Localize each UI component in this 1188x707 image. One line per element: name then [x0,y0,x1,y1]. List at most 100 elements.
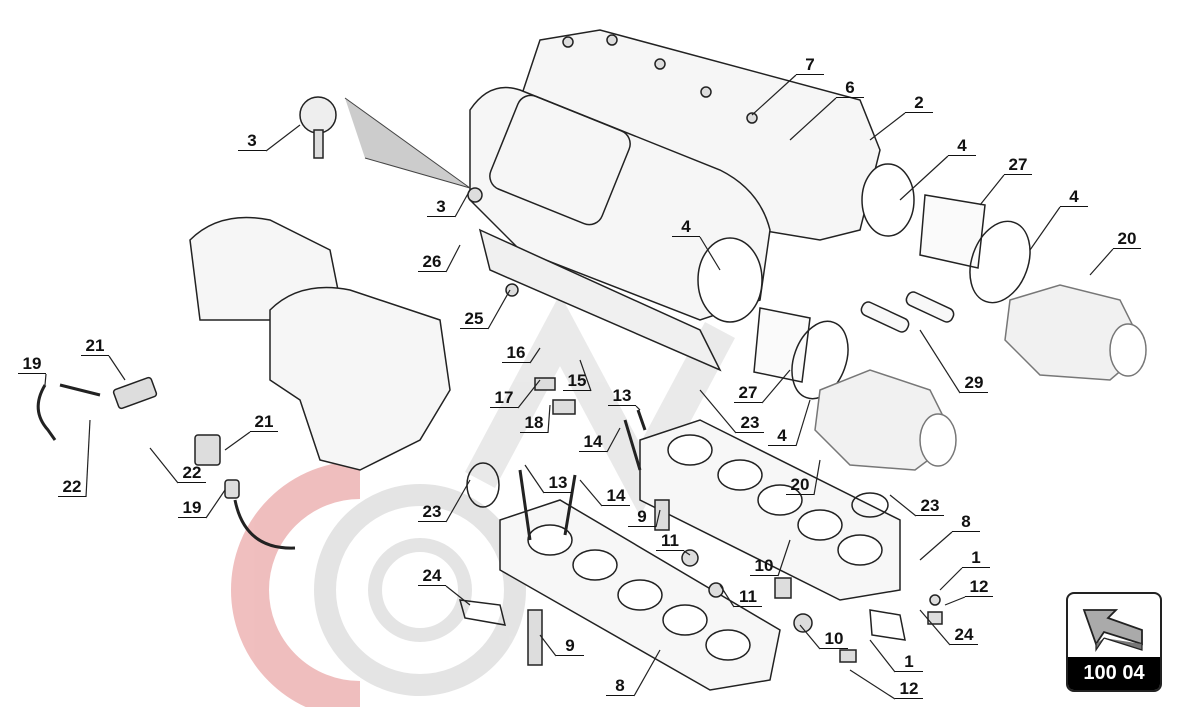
leader-line [445,244,461,273]
callout-label[interactable]: 20 [1113,230,1141,249]
callout-label[interactable]: 20 [786,476,814,495]
callout-label[interactable]: 1 [962,549,990,568]
leader-line [655,509,661,528]
callout-label[interactable]: 14 [579,433,607,452]
callout-label[interactable]: 10 [820,630,848,649]
leader-line [944,596,966,606]
leader-line [751,74,797,116]
callout-label[interactable]: 3 [427,198,455,217]
page-reference-code: 100 04 [1068,657,1160,690]
leader-line [777,539,791,577]
leader-lines [44,74,1114,700]
leader-line [517,379,541,409]
callout-label[interactable]: 16 [502,344,530,363]
callout-label[interactable]: 10 [750,557,778,576]
leader-line [529,347,541,364]
leader-line [799,624,821,650]
leader-line [445,585,471,606]
callout-label[interactable]: 23 [418,503,446,522]
tubes [860,291,955,333]
callout-label[interactable]: 1 [895,653,923,672]
callout-label[interactable]: 12 [965,578,993,597]
callout-label[interactable]: 23 [736,414,764,433]
leader-line [539,634,557,657]
leader-line [849,669,896,700]
leader-line [635,405,641,411]
leader-line [547,404,551,434]
callout-label[interactable]: 25 [460,310,488,329]
leader-line [889,494,917,517]
callout-label[interactable]: 7 [796,56,824,75]
callout-label[interactable]: 4 [1060,188,1088,207]
leader-line [487,289,511,330]
callout-label[interactable]: 12 [895,680,923,699]
callout-label[interactable]: 4 [768,427,796,446]
leader-line [919,329,961,394]
callout-label[interactable]: 24 [950,626,978,645]
callout-label[interactable]: 19 [18,355,46,374]
leader-line [149,447,179,484]
leader-line [813,459,821,496]
callout-label[interactable]: 3 [238,132,266,151]
throttle-bodies [814,284,1147,471]
leader-line [524,464,545,494]
callout-label[interactable]: 27 [1004,156,1032,175]
callout-label[interactable]: 15 [563,372,591,391]
callout-label[interactable]: 14 [602,487,630,506]
callout-label[interactable]: 24 [418,567,446,586]
callout-label[interactable]: 13 [544,474,572,493]
leader-line [919,609,951,646]
lower-manifolds [458,419,906,691]
callout-label[interactable]: 11 [656,532,684,551]
leader-line [919,531,953,561]
leader-line [939,567,963,591]
leader-line [1029,206,1061,251]
callout-label[interactable]: 23 [916,497,944,516]
callout-label[interactable]: 17 [490,389,518,408]
leader-line [979,174,1005,206]
callout-label[interactable]: 4 [672,218,700,237]
page-reference-button[interactable]: 100 04 [1066,592,1162,692]
callout-label[interactable]: 18 [520,414,548,433]
leader-line [699,236,721,271]
leader-line [205,489,226,519]
callout-label[interactable]: 9 [628,508,656,527]
callout-label[interactable]: 2 [905,94,933,113]
callout-label[interactable]: 4 [948,137,976,156]
leader-line [1089,248,1114,276]
leader-line [683,550,691,556]
detail-view-cone [344,97,471,189]
callout-label[interactable]: 11 [734,588,762,607]
leader-line [44,373,47,386]
leader-line [579,479,603,507]
arrow-icon [1082,609,1143,652]
leader-line [445,479,471,523]
callout-label[interactable]: 6 [836,79,864,98]
callout-label[interactable]: 27 [734,384,762,403]
callout-label[interactable]: 19 [178,499,206,518]
callout-label[interactable]: 8 [952,513,980,532]
callout-label[interactable]: 22 [178,464,206,483]
leader-line [633,649,661,697]
leader-line [265,124,301,152]
leader-line [579,359,592,392]
leader-line [869,639,896,673]
leader-line [795,399,811,447]
callout-label[interactable]: 22 [58,478,86,497]
leader-line [899,155,949,201]
leader-line [108,355,126,381]
callout-label[interactable]: 8 [606,677,634,696]
gaskets [753,194,1031,400]
callout-label[interactable]: 13 [608,387,636,406]
callout-label[interactable]: 21 [250,413,278,432]
fasteners-and-sensors [36,34,943,666]
leader-line [699,389,737,434]
left-plenum [189,216,451,471]
callout-label[interactable]: 21 [81,337,109,356]
callout-label[interactable]: 9 [556,637,584,656]
callout-label[interactable]: 29 [960,374,988,393]
leader-line [719,584,735,608]
callout-label[interactable]: 26 [418,253,446,272]
